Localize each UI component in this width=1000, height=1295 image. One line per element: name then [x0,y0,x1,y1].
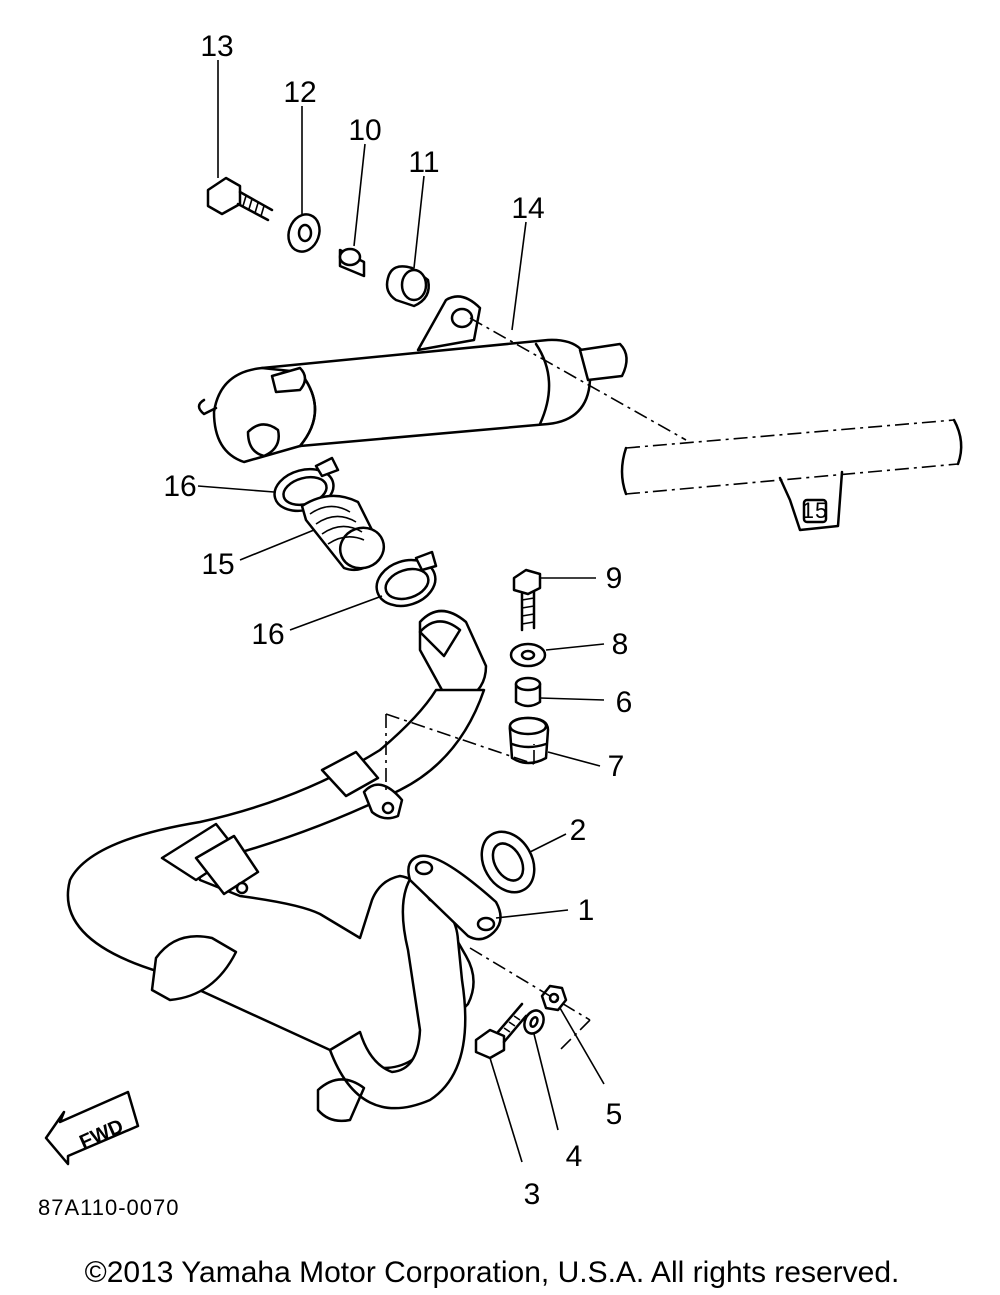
callout-14: 14 [511,192,544,225]
part-16-clamp-lower [375,550,438,608]
callout-5: 5 [606,1098,623,1131]
part-13-bolt [206,176,274,222]
callout-8: 8 [612,628,629,661]
fwd-arrow-icon: FWD [44,1090,140,1166]
callout-2: 2 [570,814,587,847]
callout-1: 1 [578,894,595,927]
callout-9: 9 [606,562,623,595]
callout-13: 13 [200,30,233,63]
part-2-gasket [480,830,536,894]
callout-16-upper: 16 [163,470,196,503]
part-15-joint-pipe [300,494,386,572]
part-4-washer [523,1009,545,1035]
callout-12: 12 [283,76,316,109]
callout-6: 6 [616,686,633,719]
part-9-bolt [512,568,542,632]
callout-10: 10 [348,114,381,147]
part-11-grommet [385,265,430,308]
frame-rail: 15 [620,418,963,532]
part-3-bolt [474,1002,528,1060]
callout-4: 4 [566,1140,583,1173]
part-1-exhaust-pipe [66,609,502,1123]
callout-7: 7 [608,750,625,783]
part-14-silencer [197,295,628,464]
part-8-washer [509,642,547,668]
callout-16-lower: 16 [251,618,284,651]
frame-marker-label: 15 [802,498,828,523]
diagram-code: 87A110-0070 [38,1195,180,1220]
leader-lines [197,60,605,1163]
callout-11: 11 [408,146,439,179]
callout-labels: 13 12 10 11 14 16 15 16 9 8 6 7 2 1 5 4 … [163,30,632,1211]
part-7-grommet [508,716,550,765]
callout-15: 15 [201,548,234,581]
part-12-washer [287,213,321,253]
callout-3: 3 [524,1178,541,1211]
copyright-notice: ©2013 Yamaha Motor Corporation, U.S.A. A… [85,1256,900,1289]
part-5-nut [540,984,568,1012]
part-6-collar [514,676,542,708]
part-10-collar [338,247,366,278]
